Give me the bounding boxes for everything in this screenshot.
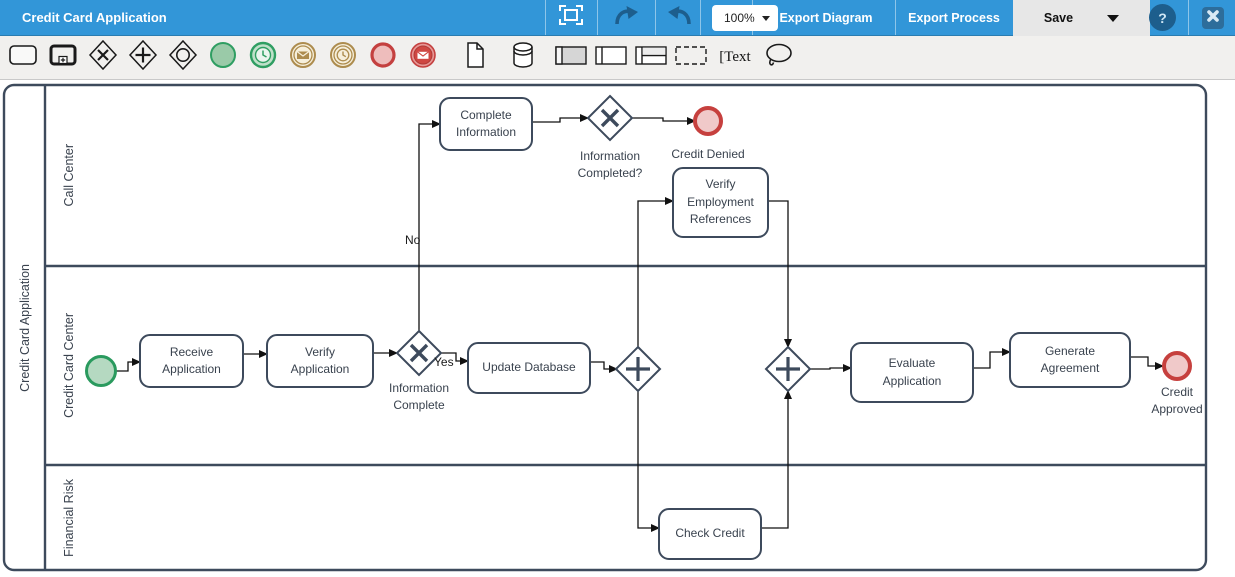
task-label-evaluate-application[interactable]: Evaluate Application (851, 343, 973, 402)
lane-label-financial-risk[interactable]: Financial Risk (48, 466, 90, 569)
start-event-icon (208, 38, 238, 77)
start-event-tool[interactable] (207, 40, 239, 76)
inclusive-gateway-tool[interactable] (167, 40, 199, 76)
divider (1188, 0, 1189, 35)
task-label-verify-employment-references[interactable]: Verify Employment References (673, 168, 768, 237)
zoom-value: 100% (724, 11, 755, 25)
message-intermediate-event-tool[interactable] (287, 40, 319, 76)
pool-tool[interactable] (555, 40, 587, 76)
end-event-credit-denied[interactable] (695, 108, 721, 134)
task-label-verify-application[interactable]: Verify Application (267, 335, 373, 387)
fullscreen-icon (558, 4, 584, 31)
timer-intermediate-event-tool[interactable] (327, 40, 359, 76)
divider (895, 0, 896, 35)
subprocess-tool[interactable] (47, 40, 79, 76)
divider (655, 0, 656, 35)
caption-credit-denied: Credit Denied (658, 146, 758, 163)
document-tool[interactable] (459, 40, 491, 76)
undo-icon (665, 3, 693, 32)
start-event[interactable] (87, 357, 116, 386)
database-icon (509, 38, 537, 77)
lane-label-call-center[interactable]: Call Center (48, 86, 90, 265)
page-title: Credit Card Application (22, 0, 167, 35)
task-label-update-database[interactable]: Update Database (468, 343, 590, 393)
save-label: Save (1044, 11, 1073, 25)
timer-start-event-tool[interactable] (247, 40, 279, 76)
message-end-event-icon (408, 38, 438, 77)
end-event-credit-approved[interactable] (1164, 353, 1190, 379)
text-annotation-icon: [Text (719, 49, 750, 66)
shape-palette: [Text (0, 36, 1235, 80)
edge-label-yes: Yes (434, 355, 454, 369)
divider (752, 0, 753, 35)
group-tool[interactable] (675, 40, 707, 76)
exclusive-gateway-tool[interactable] (87, 40, 119, 76)
caption-credit-approved: Credit Approved (1137, 384, 1217, 418)
lane-icon (634, 38, 668, 77)
task-label-generate-agreement[interactable]: Generate Agreement (1010, 333, 1130, 387)
text-annotation-tool[interactable]: [Text (715, 40, 755, 76)
diagram-canvas[interactable]: Credit Card Application Call Center Cred… (0, 80, 1235, 577)
subprocess-icon (48, 38, 78, 77)
redo-button[interactable] (606, 0, 648, 35)
parallel-gateway-icon (127, 38, 159, 77)
divider (597, 0, 598, 35)
inclusive-gateway-icon (167, 38, 199, 77)
timer-intermediate-event-icon (328, 38, 358, 77)
task-label-receive-application[interactable]: Receive Application (140, 335, 243, 387)
end-event-icon (368, 38, 398, 77)
end-event-tool[interactable] (367, 40, 399, 76)
lane-label-credit-card-center[interactable]: Credit Card Center (48, 267, 90, 464)
caption-information-complete: Information Complete (369, 380, 469, 414)
parallel-gateway-tool[interactable] (127, 40, 159, 76)
help-label: ? (1158, 10, 1167, 26)
redo-icon (613, 3, 641, 32)
lasso-icon (763, 38, 795, 77)
close-icon (1206, 9, 1220, 28)
pool-lane-tool[interactable] (595, 40, 627, 76)
divider (700, 0, 701, 35)
group-icon (674, 38, 708, 77)
title-bar: Credit Card Application (0, 0, 1235, 36)
task-tool[interactable] (7, 40, 39, 76)
export-process-button[interactable]: Export Process (898, 0, 1010, 35)
fit-screen-button[interactable] (552, 0, 590, 35)
edge-label-no: No (405, 233, 420, 247)
caption-information-completed: Information Completed? (560, 148, 660, 182)
database-tool[interactable] (507, 40, 539, 76)
document-icon (462, 38, 488, 77)
task-label-complete-information[interactable]: Complete Information (440, 98, 532, 150)
pool-label[interactable]: Credit Card Application (5, 86, 45, 569)
undo-button[interactable] (660, 0, 698, 35)
help-button[interactable]: ? (1149, 4, 1176, 31)
message-end-event-tool[interactable] (407, 40, 439, 76)
pool-lane-icon (594, 38, 628, 77)
exclusive-gateway-icon (87, 38, 119, 77)
lane-tool[interactable] (635, 40, 667, 76)
message-intermediate-event-icon (288, 38, 318, 77)
divider (545, 0, 546, 35)
pool-icon (554, 38, 588, 77)
timer-start-event-icon (248, 38, 278, 77)
export-process-label: Export Process (908, 11, 1000, 25)
task-label-check-credit[interactable]: Check Credit (659, 509, 761, 559)
save-button[interactable]: Save (1013, 0, 1150, 36)
export-diagram-button[interactable]: Export Diagram (760, 0, 892, 35)
export-diagram-label: Export Diagram (779, 11, 872, 25)
close-button[interactable] (1202, 7, 1224, 29)
lasso-tool[interactable] (763, 40, 795, 76)
caret-down-icon (1107, 15, 1119, 22)
task-icon (8, 38, 38, 77)
